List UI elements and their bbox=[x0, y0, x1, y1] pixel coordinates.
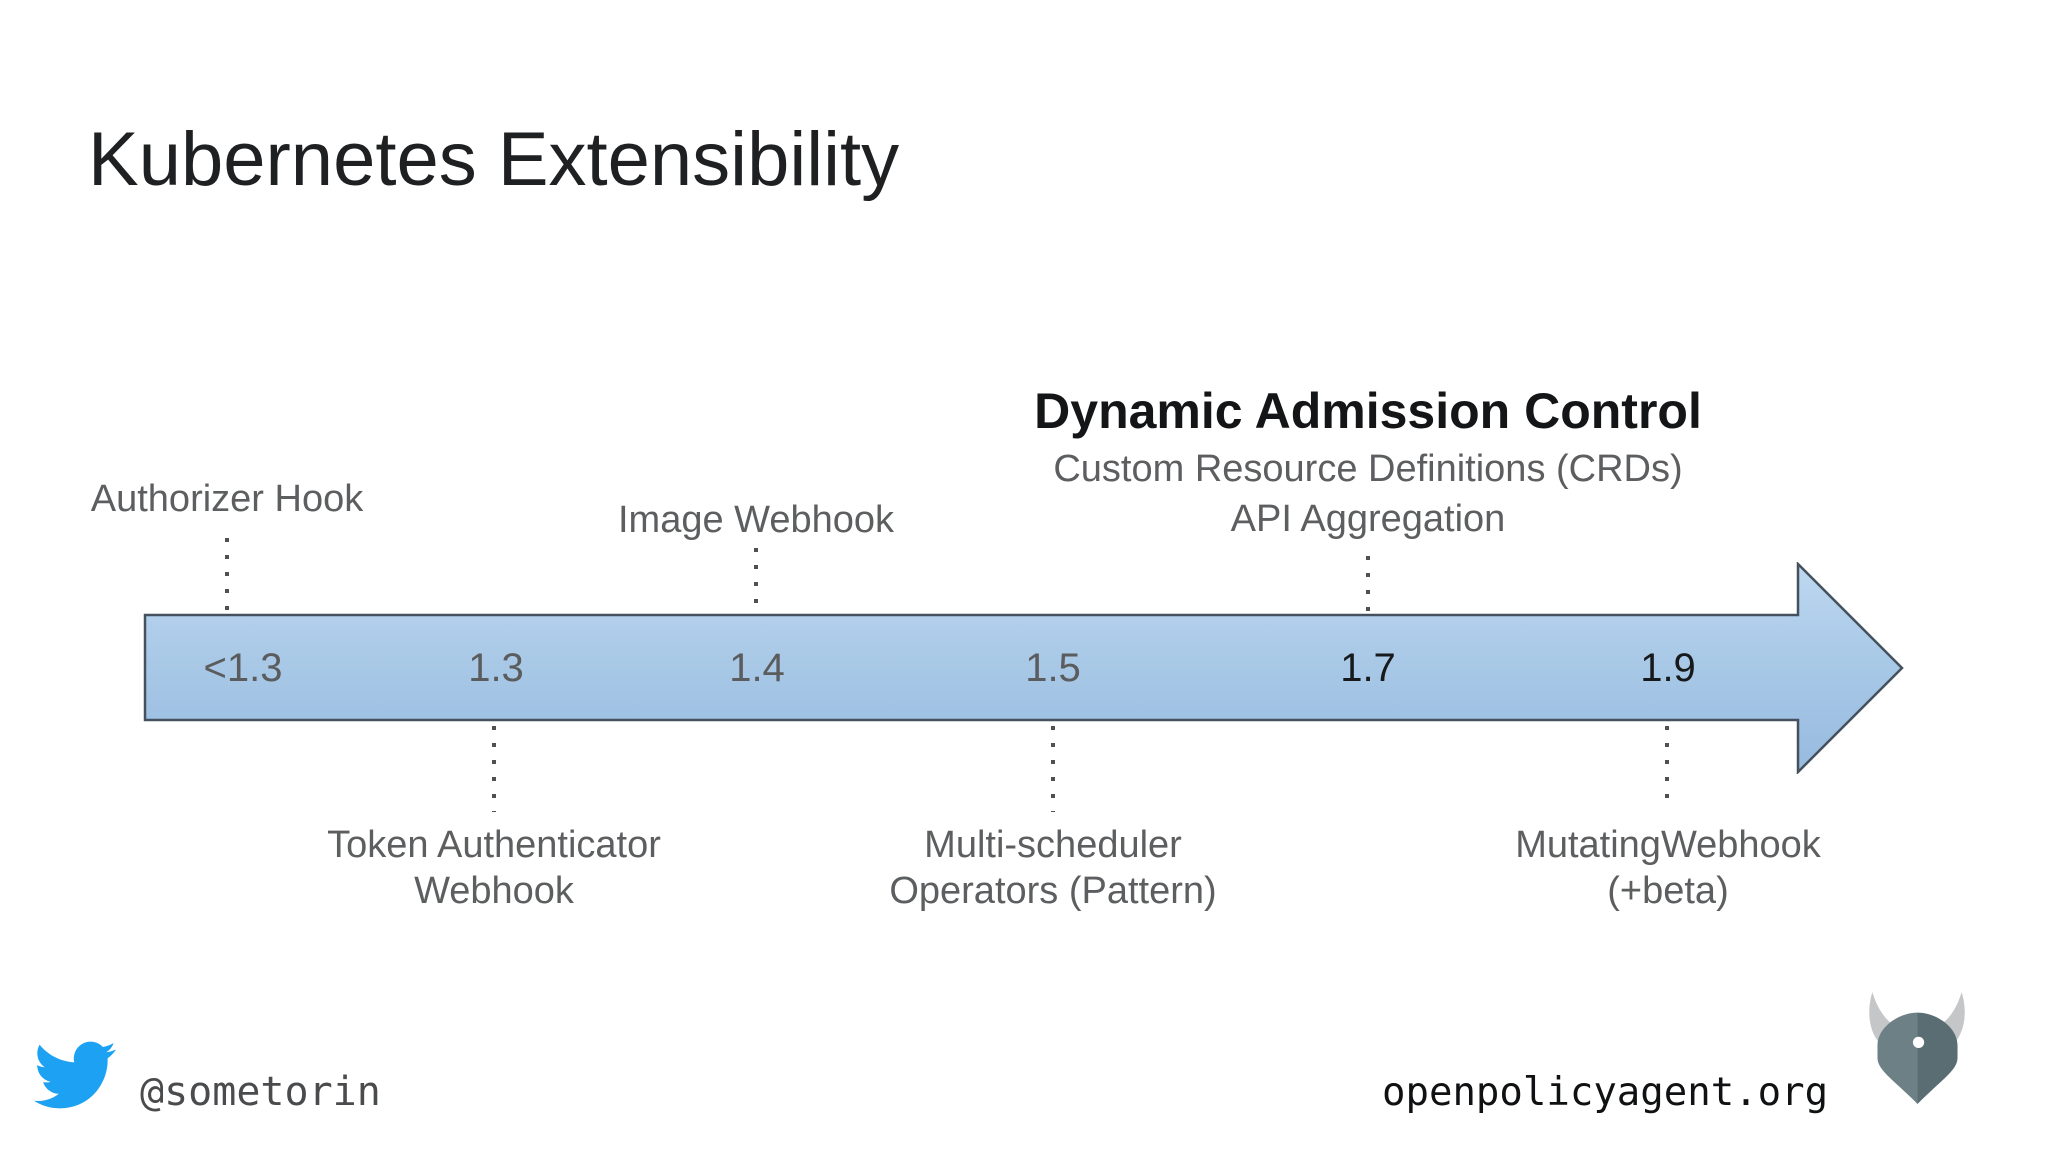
twitter-handle: @sometorin bbox=[140, 1069, 381, 1115]
connector-dotted-line-admission-control bbox=[1366, 556, 1370, 612]
annotation-mutating-webhook-beta: MutatingWebhook (+beta) bbox=[1515, 822, 1821, 914]
annotation-crds-line: Custom Resource Definitions (CRDs) bbox=[1053, 448, 1683, 490]
opa-helmet-logo-icon bbox=[1869, 992, 1965, 1104]
annotation-line: Webhook bbox=[414, 870, 574, 912]
version-label-lt-1-3: <1.3 bbox=[203, 646, 283, 690]
connector-dotted-line-authorizer bbox=[225, 538, 229, 612]
version-label-1-9: 1.9 bbox=[1640, 646, 1696, 690]
website-url: openpolicyagent.org bbox=[1382, 1070, 1829, 1115]
connector-dotted-line-image-webhook bbox=[754, 548, 758, 612]
annotation-line: (+beta) bbox=[1607, 870, 1729, 912]
connector-dotted-line-multi-scheduler bbox=[1051, 726, 1055, 812]
annotation-image-webhook: Image Webhook bbox=[617, 499, 895, 541]
annotation-line: Token Authenticator bbox=[327, 824, 661, 866]
annotation-line: Operators (Pattern) bbox=[889, 870, 1217, 912]
version-label-1-4: 1.4 bbox=[729, 646, 785, 690]
annotation-line: Multi-scheduler bbox=[924, 824, 1182, 866]
annotation-dynamic-admission-control-title: Dynamic Admission Control bbox=[1034, 383, 1702, 439]
timeline-arrow bbox=[143, 562, 1904, 774]
annotation-api-aggregation-line: API Aggregation bbox=[1230, 498, 1506, 540]
annotation-line: MutatingWebhook bbox=[1515, 824, 1821, 866]
annotation-multi-scheduler-operators: Multi-scheduler Operators (Pattern) bbox=[889, 822, 1216, 914]
version-label-1-7: 1.7 bbox=[1340, 646, 1396, 690]
version-label-1-3: 1.3 bbox=[468, 646, 524, 690]
twitter-bird-icon bbox=[34, 1041, 116, 1109]
annotation-authorizer-hook: Authorizer Hook bbox=[90, 478, 364, 520]
page-title: Kubernetes Extensibility bbox=[88, 117, 900, 202]
connector-dotted-line-token-auth bbox=[492, 726, 496, 812]
connector-dotted-line-mutating-webhook bbox=[1665, 726, 1669, 802]
version-label-1-5: 1.5 bbox=[1025, 646, 1081, 690]
annotation-token-authenticator-webhook: Token Authenticator Webhook bbox=[327, 822, 661, 914]
